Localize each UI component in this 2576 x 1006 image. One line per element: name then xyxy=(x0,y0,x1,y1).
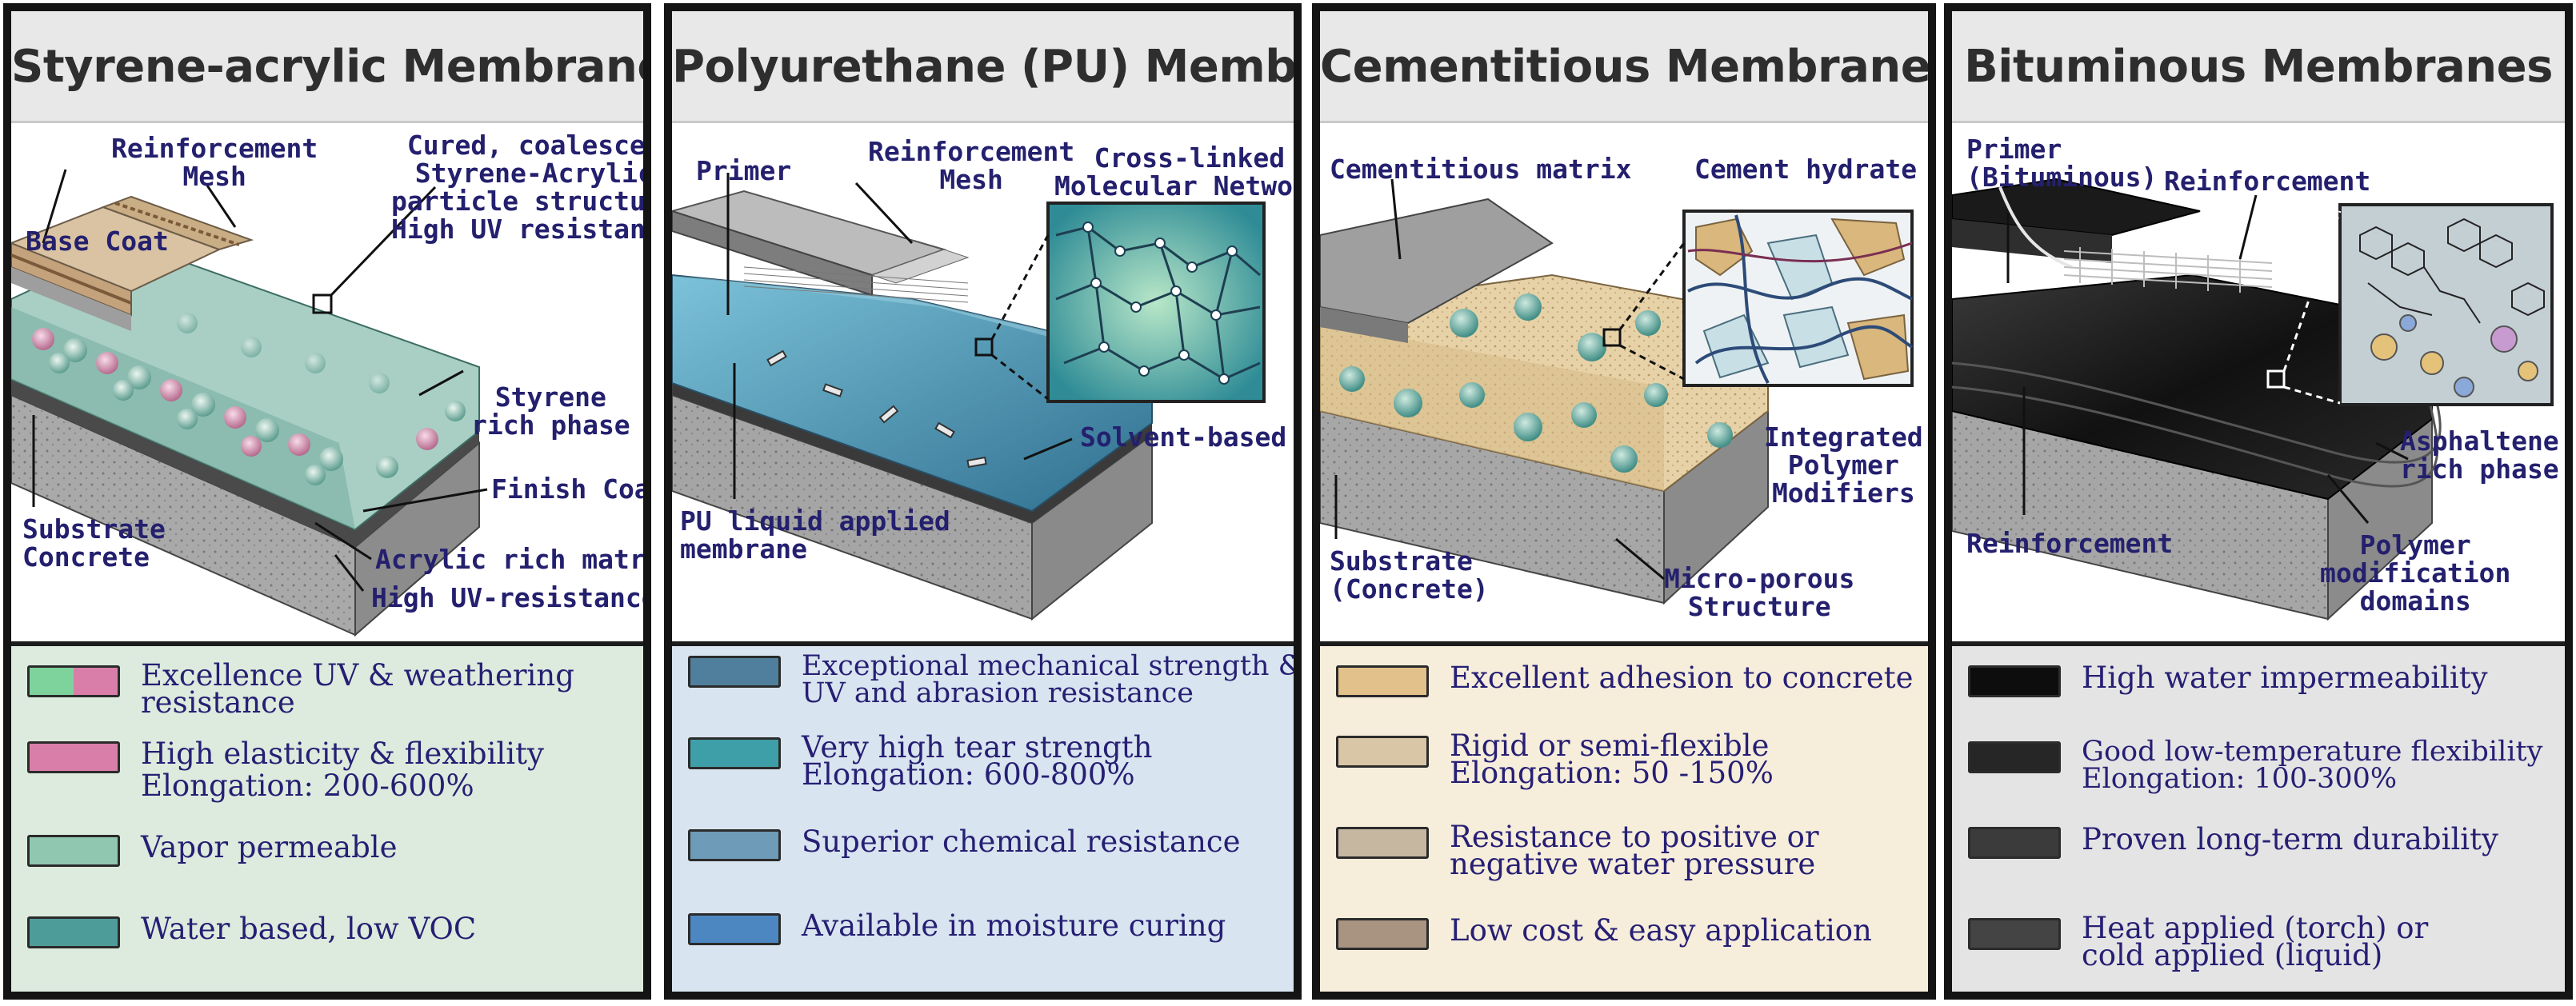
legend-text: Good low-temperature flexibility Elongat… xyxy=(2082,736,2543,795)
legend-item: Very high tear strength Elongation: 600-… xyxy=(688,730,1287,792)
illustration-bituminous: Primer (Bituminous) Reinforcement Asphal… xyxy=(1952,123,2565,641)
legend-swatch xyxy=(1336,827,1429,859)
legend-item: Vapor permeable xyxy=(27,832,637,867)
bituminous-layer-drawing xyxy=(1952,178,2554,621)
panel-polyurethane: Polyurethane (PU) Membranes xyxy=(664,3,1302,1000)
label-base-coat: Base Coat xyxy=(26,226,169,257)
label-reinforcement-bottom: Reinforcement xyxy=(1966,528,2174,559)
polymer-modifier-clusters xyxy=(1339,293,1733,473)
label-finish-coat: Finish Coat xyxy=(491,473,651,505)
legend-text: Vapor permeable xyxy=(141,830,398,864)
legend-swatch xyxy=(688,737,781,769)
legend-text: Excellence UV & weathering resistance xyxy=(141,658,574,720)
legend-item: High water impermeability xyxy=(1968,662,2558,697)
cementitious-layer-drawing xyxy=(1320,178,1914,605)
legend-swatch xyxy=(688,913,781,945)
label-cured-structure: Cured, coalesced Styrene-Acrylic particl… xyxy=(391,130,651,245)
styrene-acrylic-layer-drawing xyxy=(11,169,488,637)
legend-text: Rigid or semi-flexible Elongation: 50 -1… xyxy=(1450,729,1774,790)
legend-swatch xyxy=(1968,827,2061,859)
legend-swatch xyxy=(27,916,120,948)
legend-item: Exceptional mechanical strength & UV and… xyxy=(688,653,1294,708)
panel-styrene-acrylic: Styrene-acrylic Membranes xyxy=(3,3,651,1000)
label-micro-porous-structure: Micro-porous Structure xyxy=(1664,563,1855,622)
styrene-bead-cluster xyxy=(32,313,466,485)
legend-swatch xyxy=(688,656,781,688)
legend-text: High elasticity & flexibility Elongation… xyxy=(141,737,544,803)
legend-item: Excellence UV & weathering resistance xyxy=(27,658,637,720)
label-cross-linked-network: Cross-linked Molecular Network xyxy=(1054,142,1294,202)
illustration-styrene-acrylic: Reinforcement Mesh Cured, coalesced Styr… xyxy=(11,123,643,641)
label-substrate-concrete: Substrate (Concrete) xyxy=(1330,545,1489,605)
legend-swatch xyxy=(1968,741,2061,773)
legend-text: Resistance to positive or negative water… xyxy=(1450,820,1819,881)
legend-item: Heat applied (torch) or cold applied (li… xyxy=(1968,911,2558,972)
legend-bituminous: High water impermeability Good low-tempe… xyxy=(1952,641,2565,992)
panel-cementitious: Cementitious Membranes xyxy=(1312,3,1936,1000)
label-integrated-polymer-modifiers: Integrated Polymer Modifiers xyxy=(1764,421,1923,509)
panel-bituminous: Bituminous Membranes xyxy=(1944,3,2573,1000)
legend-polyurethane: Exceptional mechanical strength & UV and… xyxy=(672,641,1294,992)
legend-item: Available in moisture curing xyxy=(688,910,1287,945)
legend-item: Good low-temperature flexibility Elongat… xyxy=(1968,736,2558,795)
legend-text: Exceptional mechanical strength & UV and… xyxy=(802,650,1302,709)
panel-title: Styrene-acrylic Membranes xyxy=(11,11,643,123)
legend-swatch xyxy=(1336,736,1429,768)
legend-text: Available in moisture curing xyxy=(802,908,1226,943)
label-reinforcement-mesh: Reinforcement Mesh xyxy=(868,136,1075,195)
label-reinforcement-mesh: Reinforcement Mesh xyxy=(111,133,318,192)
legend-item: Rigid or semi-flexible Elongation: 50 -1… xyxy=(1336,729,1922,790)
legend-item: Resistance to positive or negative water… xyxy=(1336,820,1922,881)
cement-hydrate-crystals xyxy=(1695,218,1910,381)
label-cement-hydrate: Cement hydrate xyxy=(1694,154,1918,185)
label-primer: Primer xyxy=(696,155,792,186)
label-reinforcement-top: Reinforcement xyxy=(2164,166,2371,197)
label-polymer-modification-domains: Polymer modification domains xyxy=(2320,529,2511,617)
legend-swatch xyxy=(1336,918,1429,950)
legend-text: Proven long-term durability xyxy=(2082,822,2498,856)
label-acrylic-rich-matrix: Acrylic rich matrix xyxy=(375,544,651,575)
label-styrene-rich-phase: Styrene rich phase xyxy=(471,381,630,441)
legend-text: Excellent adhesion to concrete xyxy=(1450,661,1914,695)
label-solvent-based: Solvent-based xyxy=(1080,421,1287,453)
label-substrate-concrete: Substrate Concrete xyxy=(22,513,166,573)
legend-cementitious: Excellent adhesion to concrete Rigid or … xyxy=(1320,641,1928,992)
legend-text: Low cost & easy application xyxy=(1450,913,1872,948)
legend-swatch xyxy=(1336,665,1429,697)
asphaltene-molecules xyxy=(2359,218,2545,324)
label-high-uv-resistance: High UV-resistance xyxy=(371,582,651,613)
label-pu-liquid-membrane: PU liquid applied membrane xyxy=(680,505,950,565)
panel-title: Cementitious Membranes xyxy=(1320,11,1928,123)
legend-styrene-acrylic: Excellence UV & weathering resistance Hi… xyxy=(11,641,643,992)
legend-text: Heat applied (torch) or cold applied (li… xyxy=(2082,911,2429,972)
legend-item: Excellent adhesion to concrete xyxy=(1336,662,1922,697)
legend-text: Very high tear strength Elongation: 600-… xyxy=(802,730,1153,792)
illustration-polyurethane: Primer Reinforcement Mesh Cross-linked M… xyxy=(672,123,1294,641)
label-primer-bituminous: Primer (Bituminous) xyxy=(1966,134,2158,193)
legend-item: Superior chemical resistance xyxy=(688,826,1287,861)
legend-item: Proven long-term durability xyxy=(1968,824,2558,859)
legend-item: High elasticity & flexibility Elongation… xyxy=(27,738,637,802)
legend-swatch xyxy=(688,829,781,861)
legend-swatch xyxy=(27,741,120,773)
polyurethane-layer-drawing xyxy=(672,173,1266,621)
legend-item: Low cost & easy application xyxy=(1336,915,1922,950)
legend-text: Water based, low VOC xyxy=(141,912,477,946)
legend-swatch xyxy=(27,665,120,697)
legend-swatch xyxy=(27,835,120,867)
legend-item: Water based, low VOC xyxy=(27,913,637,948)
legend-text: Superior chemical resistance xyxy=(802,824,1241,859)
label-asphaltene-rich-phase: Asphaltene rich phase xyxy=(2400,425,2559,485)
illustration-cementitious: Cementitious matrix Cement hydrate Integ… xyxy=(1320,123,1928,641)
legend-swatch xyxy=(1968,665,2061,697)
label-cementitious-matrix: Cementitious matrix xyxy=(1330,154,1632,185)
legend-swatch xyxy=(1968,918,2061,950)
polymer-domains xyxy=(2370,314,2538,397)
panel-title: Bituminous Membranes xyxy=(1952,11,2565,123)
legend-text: High water impermeability xyxy=(2082,661,2488,695)
panel-title: Polyurethane (PU) Membranes xyxy=(672,11,1294,123)
